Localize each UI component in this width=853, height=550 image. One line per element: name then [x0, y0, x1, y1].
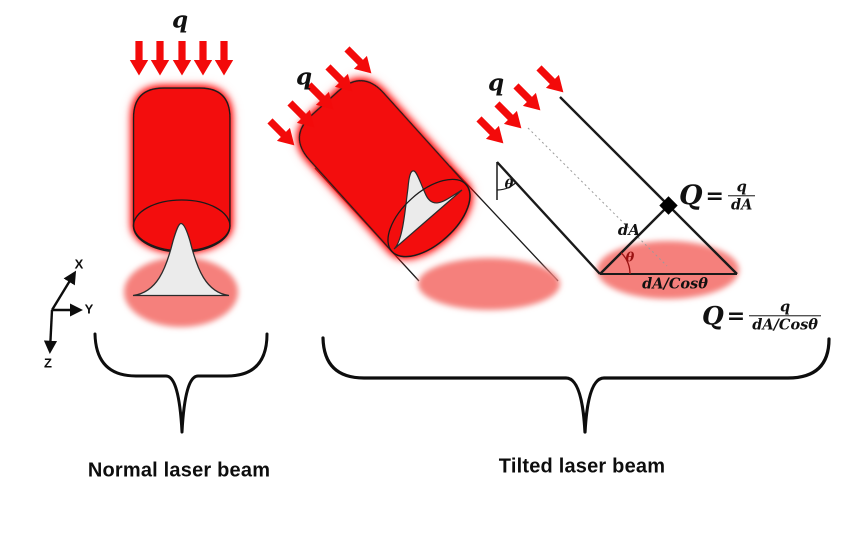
laser-spot-ellipse [597, 241, 739, 299]
normal-flux-equation: Q = q dA [679, 178, 756, 213]
beam-center-dotted-line [527, 127, 668, 267]
coordinate-axes-icon [43, 270, 83, 354]
surface-angle-label: θ [625, 250, 635, 266]
normal-beam-caption: Normal laser beam [87, 459, 271, 482]
fraction-denominator: dA [727, 195, 756, 213]
normal-beam-brace [93, 332, 269, 434]
gaussian-intensity-profile-tilted [393, 170, 463, 250]
fraction: q dA/Cosθ [749, 298, 821, 333]
tilted-beam-illustration [263, 42, 560, 310]
flux-label-tilted: q [295, 63, 313, 91]
beam-cross-section-line [599, 204, 670, 275]
surface-edge-line-right [449, 165, 559, 282]
tilted-cylinder-face-rim [387, 178, 471, 258]
tilted-beam-brace [321, 336, 831, 434]
fraction-denominator: dA/Cosθ [749, 315, 821, 333]
axis-label-y: Y [84, 301, 94, 317]
tilted-flux-equation: Q = q dA/Cosθ [702, 298, 821, 333]
axis-label-x: X [74, 256, 84, 272]
axis-label-z: Z [44, 355, 52, 371]
tilted-beam-caption: Tilted laser beam [498, 455, 666, 478]
laser-spot-ellipse [418, 258, 560, 310]
gaussian-intensity-profile [132, 222, 230, 297]
equals-sign: = [726, 303, 746, 329]
flux-label-normal: q [171, 6, 189, 34]
flux-label-geometry: q [487, 69, 505, 97]
heat-flux-arrows-down-icon [129, 41, 234, 76]
right-angle-diamond-marker [659, 196, 678, 215]
beam-cross-section-label: dA [617, 221, 641, 239]
equation-lhs: Q [702, 301, 724, 331]
fraction: q dA [727, 178, 756, 213]
normal-beam-illustration [124, 41, 238, 327]
beam-lower-edge-line [496, 161, 601, 275]
equals-sign: = [705, 183, 724, 209]
incidence-angle-label: θ [504, 177, 514, 193]
incidence-angle-arc [496, 182, 517, 191]
fraction-numerator: q [780, 298, 791, 316]
equation-lhs: Q [679, 180, 703, 212]
fraction-numerator: q [736, 178, 747, 196]
beam-geometry-diagram [472, 61, 739, 299]
surface-area-label: dA/Cosθ [642, 275, 708, 293]
surface-angle-arc [620, 252, 631, 275]
beam-upper-edge-line [559, 96, 738, 275]
